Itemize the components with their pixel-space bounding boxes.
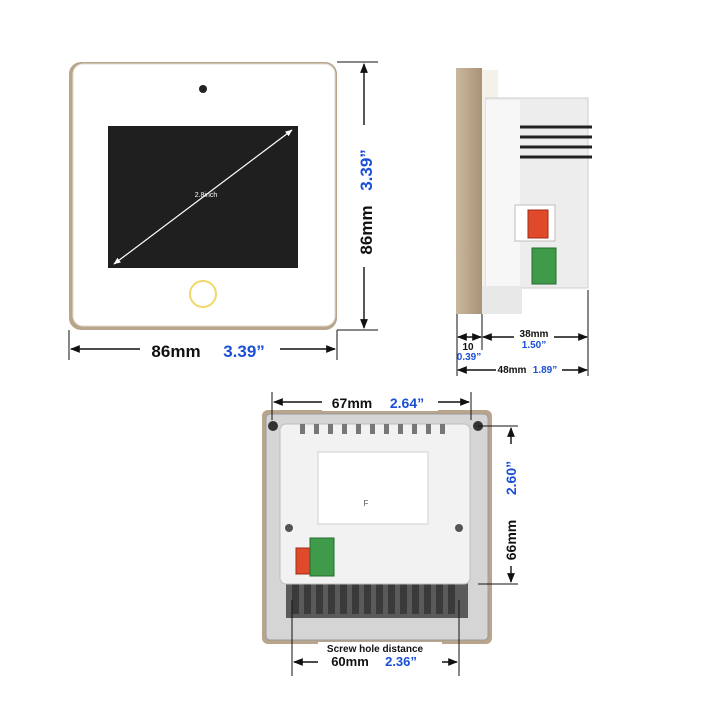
screen-diagonal-arrow bbox=[113, 129, 293, 265]
back-width-mm: 67mm bbox=[332, 395, 372, 411]
screw-distance-mm: 60mm bbox=[331, 654, 369, 669]
screw-hole-top-left bbox=[268, 421, 278, 431]
side-vent-slots bbox=[520, 125, 592, 159]
ring-button-icon bbox=[189, 280, 217, 308]
screen-size-label: 2.8inch bbox=[195, 192, 218, 199]
back-terminal-teeth bbox=[292, 584, 455, 614]
front-depth-mm: 10 bbox=[462, 342, 474, 353]
side-terminal-green bbox=[531, 247, 557, 285]
screw-slot-left bbox=[285, 524, 293, 532]
front-height-inch: 3.39” bbox=[357, 149, 376, 191]
back-width-inch: 2.64” bbox=[390, 395, 424, 411]
screw-distance-inch: 2.36” bbox=[385, 654, 417, 669]
front-width-mm: 86mm bbox=[151, 342, 200, 361]
total-depth-inch: 1.89” bbox=[533, 365, 557, 376]
side-front-plate bbox=[456, 68, 482, 314]
back-height-mm: 66mm bbox=[503, 520, 519, 560]
back-view: F 67mm 2.64” 66mm 2.60” Screw hole dista… bbox=[262, 391, 522, 676]
front-view: 2.8inch 86mm 3.39” 86mm 3.39” bbox=[68, 61, 380, 361]
back-label-area bbox=[317, 451, 429, 525]
back-top-vents bbox=[300, 424, 445, 434]
back-label-glyph: F bbox=[364, 499, 369, 508]
box-depth-inch: 1.50” bbox=[522, 340, 546, 351]
side-view: 10 0.39” 38mm 1.50” 48mm 1.89” bbox=[456, 68, 592, 376]
screw-slot-right bbox=[455, 524, 463, 532]
front-height-mm: 86mm bbox=[357, 205, 376, 254]
total-depth-mm: 48mm bbox=[498, 365, 527, 376]
box-depth-mm: 38mm bbox=[520, 329, 549, 340]
back-terminal-green bbox=[309, 537, 335, 577]
camera-sensor-icon bbox=[199, 85, 207, 93]
screw-distance-caption: Screw hole distance bbox=[327, 644, 424, 655]
front-depth-inch: 0.39” bbox=[457, 352, 481, 363]
back-terminal-orange bbox=[295, 547, 311, 575]
side-terminal-orange bbox=[527, 209, 549, 239]
front-width-inch: 3.39” bbox=[223, 342, 265, 361]
back-height-inch: 2.60” bbox=[503, 461, 519, 495]
